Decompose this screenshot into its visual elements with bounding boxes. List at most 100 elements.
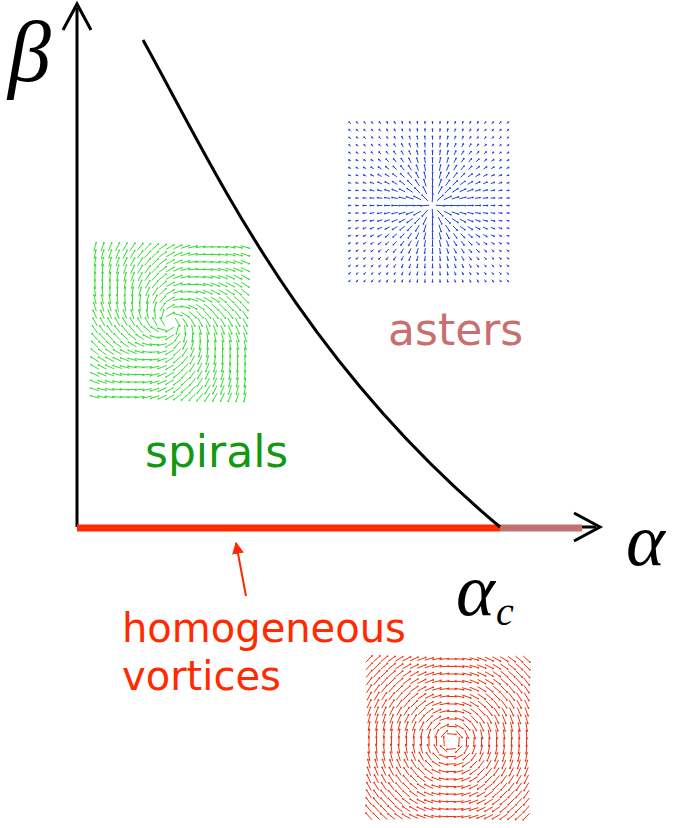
field-vector: [368, 730, 370, 739]
field-vector: [452, 189, 458, 193]
field-vector-head: [508, 250, 510, 252]
field-vector: [383, 760, 386, 769]
field-vector-head: [386, 144, 388, 146]
field-vector: [349, 137, 351, 138]
field-vector: [424, 122, 425, 124]
field-vector: [158, 373, 166, 376]
field-vector-head: [507, 121, 509, 123]
field-vector: [417, 129, 418, 132]
field-vector: [363, 205, 366, 206]
field-vector-head: [355, 228, 357, 230]
field-vector: [128, 396, 137, 398]
field-vector: [417, 248, 419, 253]
field-vector: [459, 197, 465, 198]
field-vector-head: [220, 385, 222, 387]
field-vector-head: [211, 285, 213, 287]
field-vector-head: [440, 238, 442, 240]
field-vector-head: [365, 805, 367, 807]
field-vector: [166, 245, 174, 250]
field-vector-head: [142, 382, 144, 384]
field-vector: [244, 385, 246, 394]
field-vector: [402, 256, 404, 259]
field-vector-head: [348, 182, 350, 184]
field-vector-head: [348, 189, 350, 191]
field-vector-head: [217, 317, 219, 319]
field-vector: [226, 275, 234, 279]
field-vector-head: [150, 250, 152, 252]
field-vector-head: [363, 243, 365, 245]
field-vector: [357, 280, 359, 282]
field-vector: [386, 234, 390, 237]
field-vector: [476, 242, 479, 245]
field-vector-head: [98, 341, 100, 343]
field-vector: [371, 242, 374, 244]
field-vector: [461, 249, 463, 253]
field-vector: [173, 275, 181, 278]
field-vector-head: [116, 302, 118, 304]
field-vector-head: [455, 136, 457, 138]
field-vector-head: [385, 251, 387, 253]
field-vector: [241, 268, 249, 272]
field-vector-head: [423, 238, 425, 240]
field-vector-head: [128, 333, 130, 335]
field-vector-head: [370, 220, 372, 222]
field-vector: [146, 288, 150, 296]
field-vector-head: [407, 229, 409, 231]
field-vector-head: [478, 258, 480, 260]
field-vector: [357, 257, 359, 258]
field-vector-head: [367, 759, 369, 761]
field-vector-head: [371, 144, 373, 146]
field-vector: [381, 791, 387, 798]
field-vector: [432, 122, 433, 124]
field-vector: [432, 256, 433, 261]
field-vector: [476, 234, 480, 236]
field-vector-head: [464, 180, 466, 182]
field-vector: [439, 151, 441, 156]
field-vector-head: [94, 279, 96, 281]
field-vector-head: [226, 293, 228, 295]
field-vector-head: [248, 294, 250, 296]
field-vector-head: [400, 158, 402, 160]
field-vector-head: [479, 197, 481, 199]
field-vector-head: [348, 159, 350, 161]
field-vector-head: [152, 317, 154, 319]
field-vector-head: [202, 317, 204, 319]
field-vector: [374, 806, 380, 813]
field-vector-head: [114, 325, 116, 327]
field-vector: [373, 656, 380, 662]
field-vector-head: [508, 174, 510, 176]
field-vector-head: [181, 377, 183, 379]
field-vector: [378, 235, 381, 237]
field-vector: [106, 381, 115, 383]
field-vector: [190, 386, 196, 393]
field-vector-head: [423, 172, 425, 174]
field-vector: [206, 325, 209, 334]
field-vector-head: [370, 189, 372, 191]
field-vector-head: [377, 174, 379, 176]
field-vector-head: [386, 281, 388, 283]
field-vector: [402, 264, 403, 267]
field-vector: [158, 365, 166, 368]
field-vector-head: [142, 390, 144, 392]
field-vector-head: [363, 273, 365, 275]
field-vector-head: [374, 759, 376, 761]
field-vector-head: [142, 397, 144, 399]
field-vector-head: [492, 121, 494, 123]
field-vector: [152, 266, 158, 272]
field-vector-head: [111, 249, 113, 251]
field-vector: [233, 261, 242, 264]
field-vector-head: [371, 121, 373, 123]
field-vector-head: [90, 387, 92, 389]
field-vector: [385, 205, 390, 206]
field-vector: [475, 182, 479, 184]
field-vector: [507, 272, 509, 274]
field-vector: [349, 265, 351, 266]
field-vector-head: [355, 197, 357, 199]
field-vector: [469, 152, 471, 155]
field-vector-head: [189, 268, 191, 270]
field-vector: [462, 151, 464, 154]
field-vector-head: [157, 383, 159, 385]
field-vector: [381, 814, 388, 820]
field-vector-head: [492, 144, 494, 146]
field-vector: [143, 352, 152, 353]
